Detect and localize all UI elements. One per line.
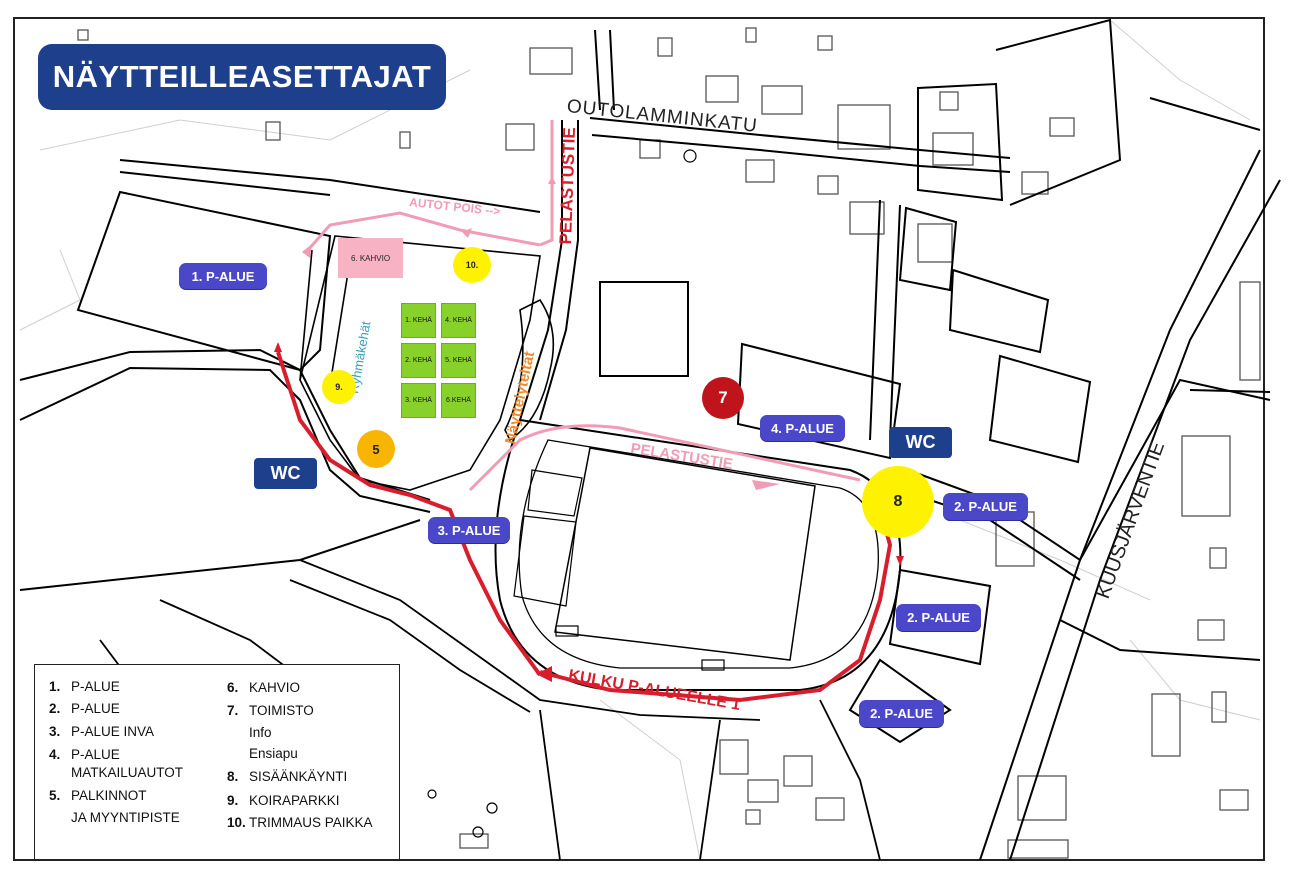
- route-rescue-vertical: [539, 120, 554, 247]
- route-arrow-down: [896, 556, 904, 566]
- ring-2[interactable]: 2. KEHÄ: [401, 343, 436, 378]
- legend-item: 5.PALKINNOT: [49, 788, 147, 803]
- route-cars-out: [306, 211, 541, 251]
- parking-2-badge-c[interactable]: 2. P-ALUE: [859, 700, 944, 727]
- legend-item: 6.KAHVIO: [227, 680, 301, 695]
- parking-2-badge-b[interactable]: 2. P-ALUE: [896, 604, 981, 631]
- marker-7-office[interactable]: 7: [702, 377, 744, 419]
- map-legend: 1.P-ALUE 2.P-ALUE 3.P-ALUE INVA 4.P-ALUE…: [34, 664, 400, 860]
- legend-item: 3.P-ALUE INVA: [49, 724, 155, 739]
- marker-9-dog-park[interactable]: 9.: [322, 370, 356, 404]
- marker-8-entrance[interactable]: 8: [862, 466, 934, 538]
- route-rescue-track: [468, 424, 861, 492]
- ring-6[interactable]: 6.KEHÄ: [441, 383, 476, 418]
- legend-item: Info: [249, 725, 272, 740]
- wc-right[interactable]: WC: [889, 427, 952, 458]
- rescue-road-label-vertical: PELASTUSTIE: [556, 126, 580, 245]
- wc-left[interactable]: WC: [254, 458, 317, 489]
- legend-item: 2.P-ALUE: [49, 701, 120, 716]
- ring-1[interactable]: 1. KEHÄ: [401, 303, 436, 338]
- legend-item: 1.P-ALUE: [49, 679, 120, 694]
- legend-item: 8.SISÄÄNKÄYNTI: [227, 769, 348, 784]
- legend-item: 7.TOIMISTO: [227, 703, 314, 718]
- marker-10-grooming[interactable]: 10.: [453, 247, 491, 283]
- legend-item: Ensiapu: [249, 746, 298, 761]
- route-arrow-up: [274, 342, 282, 352]
- route-arrow-left: [536, 666, 552, 682]
- parking-2-badge-a[interactable]: 2. P-ALUE: [943, 493, 1028, 520]
- page-title: NÄYTTEILLEASETTAJAT: [38, 44, 446, 110]
- route-walk-to-parking-1: [539, 489, 893, 703]
- legend-item: MATKAILUAUTOT: [71, 765, 184, 780]
- legend-item: JA MYYNTIPISTE: [71, 810, 180, 825]
- parking-1-badge[interactable]: 1. P-ALUE: [179, 263, 267, 289]
- legend-item: 4.P-ALUE: [49, 747, 120, 762]
- ring-5[interactable]: 5. KEHÄ: [441, 343, 476, 378]
- rescue-arrow: [752, 480, 780, 490]
- parking-4-badge[interactable]: 4. P-ALUE: [760, 415, 845, 441]
- route-walk-to-parking-1-b: [276, 351, 542, 677]
- ring-3[interactable]: 3. KEHÄ: [401, 383, 436, 418]
- ring-4[interactable]: 4. KEHÄ: [441, 303, 476, 338]
- legend-item: 10.TRIMMAUS PAIKKA: [227, 815, 373, 830]
- marker-5-prizes[interactable]: 5: [357, 430, 395, 468]
- legend-item: 9.KOIRAPARKKI: [227, 793, 340, 808]
- cafe-box[interactable]: 6. KAHVIO: [338, 238, 403, 278]
- parking-3-badge[interactable]: 3. P-ALUE: [428, 517, 510, 543]
